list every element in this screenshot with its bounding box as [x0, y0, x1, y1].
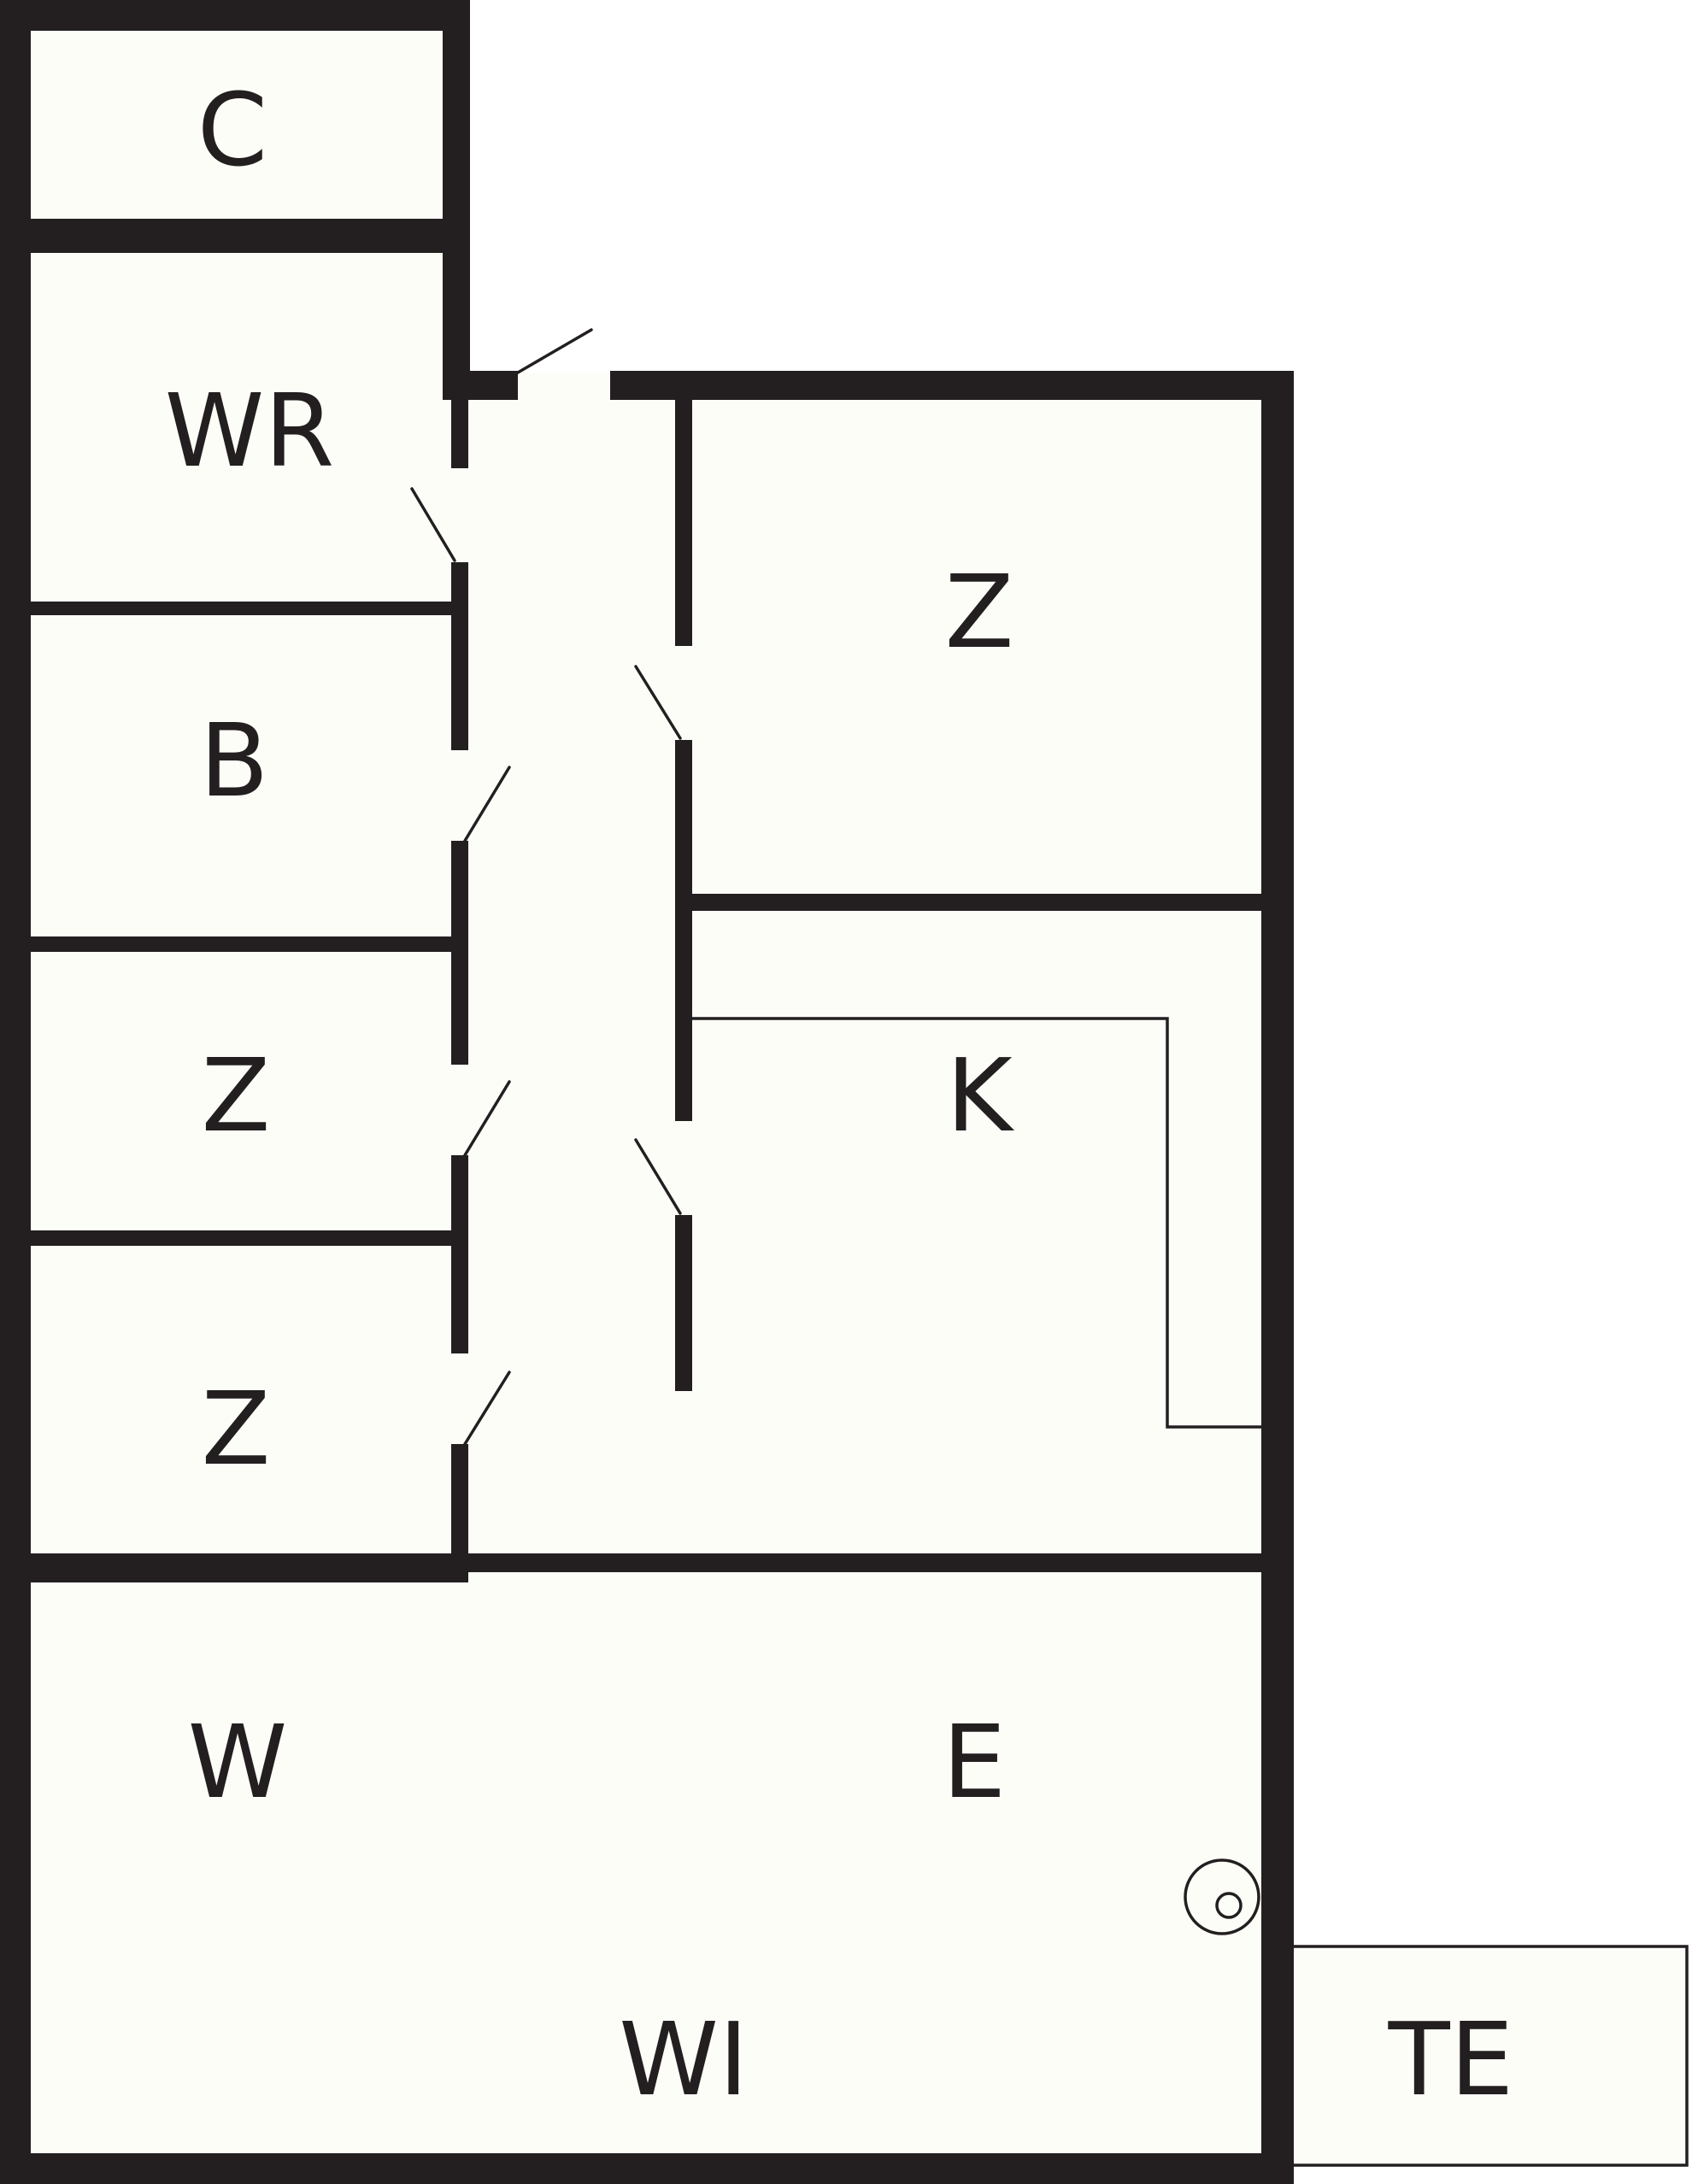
room-label-te: TE — [1388, 2000, 1514, 2118]
room-label-wr: WR — [165, 372, 335, 490]
door-swing-icon — [463, 1080, 511, 1157]
door-openings — [448, 373, 696, 1444]
door-swing-icon — [634, 665, 682, 740]
door-swing-icon — [463, 1371, 511, 1446]
room-label-c: C — [197, 71, 267, 189]
outer-walls — [0, 0, 1294, 2184]
door-swing-icon — [634, 1138, 682, 1215]
room-label-z-top-right: Z — [945, 553, 1014, 671]
thin-lines — [692, 1017, 1689, 2167]
floor-fills — [15, 15, 1683, 2169]
room-label-e: E — [943, 1703, 1007, 1821]
door-swing-icon — [463, 766, 511, 842]
terrace-outline — [1270, 1945, 1689, 2167]
kitchen-counter — [692, 1017, 1261, 1429]
room-label-z-left-lower: Z — [202, 1370, 271, 1488]
boiler-icon — [1184, 1858, 1260, 1935]
room-labels: C WR Z B Z K Z W E WI TE — [165, 71, 1514, 2118]
door-swing-icon — [410, 487, 456, 562]
door-swing-icon — [516, 328, 593, 374]
room-label-w: W — [188, 1703, 288, 1821]
room-label-wi: WI — [619, 2000, 748, 2118]
room-label-k: K — [946, 1036, 1014, 1154]
room-label-b: B — [200, 702, 269, 819]
room-label-z-left-upper: Z — [202, 1036, 271, 1154]
door-swings — [410, 328, 682, 1446]
